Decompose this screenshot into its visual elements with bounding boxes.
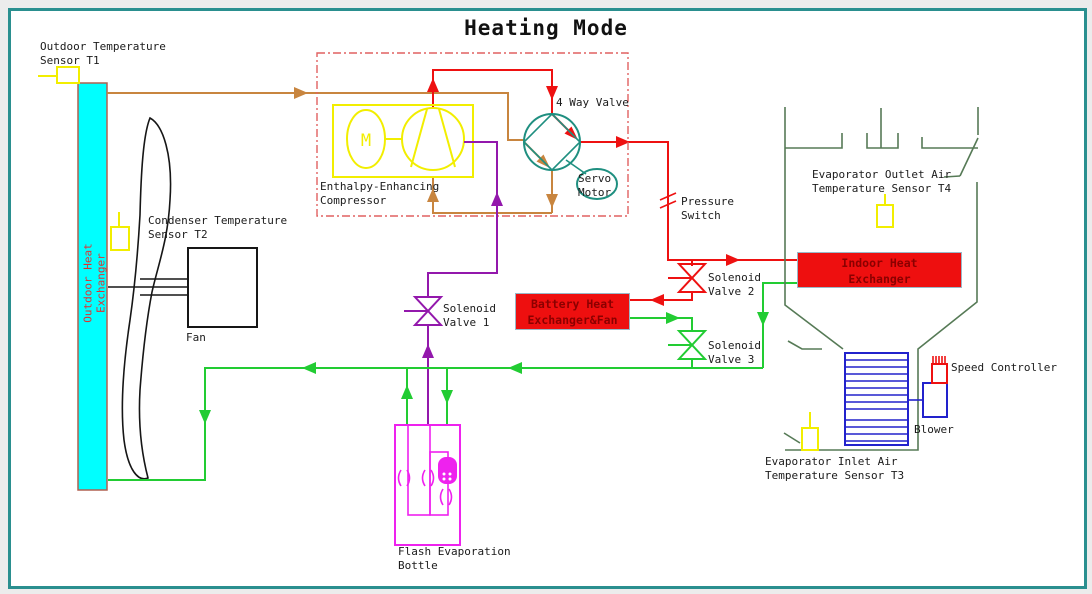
compressor-enclosure — [316, 52, 629, 217]
label-four-way-valve: 4 Way Valve — [556, 96, 629, 109]
sensor-t1-symbol — [38, 66, 80, 84]
label-solenoid-valve-1: Solenoid Valve 1 — [443, 302, 496, 329]
injection-line — [422, 141, 503, 425]
label-blower: Blower — [914, 423, 954, 436]
label-solenoid-valve-3: Solenoid Valve 3 — [708, 339, 761, 366]
suction-line — [107, 87, 558, 214]
label-servo-motor: Servo Motor — [578, 172, 612, 199]
label-outdoor-heat-exchanger: Outdoor Heat Exchanger — [81, 243, 108, 323]
label-sensor-t3: Evaporator Inlet Air Temperature Sensor … — [765, 455, 905, 482]
solenoid-valve-3-symbol — [668, 330, 708, 360]
solenoid-valve-1-symbol — [404, 296, 444, 326]
label-fan: Fan — [186, 331, 206, 344]
evaporator-coil — [844, 352, 909, 446]
sensor-t4-symbol — [876, 194, 894, 228]
liquid-line — [108, 282, 797, 481]
label-sensor-t2: Condenser Temperature Sensor T2 — [148, 214, 288, 241]
label-sensor-t4: Evaporator Outlet Air Temperature Sensor… — [812, 168, 952, 195]
label-sensor-t1: Outdoor Temperature Sensor T1 — [40, 40, 166, 67]
servo-motor-symbol — [576, 168, 618, 200]
speed-controller-symbol — [931, 356, 948, 384]
pressure-switch-symbol — [659, 192, 677, 209]
compressor-symbol: M — [332, 104, 474, 178]
fan-assembly — [108, 116, 258, 480]
label-flash-bottle: Flash Evaporation Bottle — [398, 545, 511, 572]
solenoid-valve-2-symbol — [668, 263, 708, 293]
sensor-t2-symbol — [110, 212, 130, 251]
blower-box — [908, 382, 948, 418]
flash-evaporation-bottle-symbol — [394, 424, 461, 546]
battery-heat-exchanger-box: Battery Heat Exchanger&Fan — [515, 293, 630, 330]
label-solenoid-valve-2: Solenoid Valve 2 — [708, 271, 761, 298]
motor-m-glyph: M — [361, 131, 371, 151]
four-way-valve-symbol — [522, 112, 587, 175]
sensor-t3-symbol — [801, 412, 819, 451]
indoor-heat-exchanger-box: Indoor Heat Exchanger — [797, 252, 962, 288]
outdoor-heat-exchanger — [77, 82, 108, 491]
page-title: Heating Mode — [464, 16, 628, 40]
label-compressor: Enthalpy-Enhancing Compressor — [320, 180, 440, 207]
label-speed-controller: Speed Controller — [951, 361, 1057, 374]
air-duct — [783, 107, 979, 451]
label-pressure-switch: Pressure Switch — [681, 195, 734, 222]
